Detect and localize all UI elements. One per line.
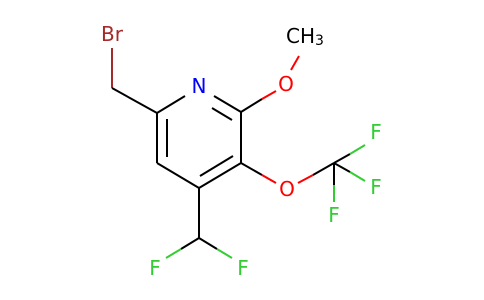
atom-cf3-f-right: F bbox=[370, 175, 382, 199]
bond-c3-c4-double bbox=[199, 155, 234, 177]
bond-chf2-fright bbox=[198, 237, 218, 250]
bond-c3-c4 bbox=[198, 162, 242, 189]
atom-nitrogen: N bbox=[192, 74, 207, 98]
bond-c6-n bbox=[156, 95, 186, 114]
methyl-subscript: 3 bbox=[315, 33, 324, 49]
atom-labels: Br N O CH3 O F F F F F bbox=[101, 22, 382, 280]
bond-c3-oether bbox=[240, 162, 263, 176]
bond-cf3-fright-green bbox=[349, 171, 366, 182]
methyl-label: CH bbox=[286, 24, 315, 48]
atom-cf3-f-top: F bbox=[370, 120, 382, 144]
bond-ch2-c6 bbox=[111, 87, 158, 114]
bond-c2-omethoxy bbox=[240, 98, 263, 113]
bond-omethoxy-ch3 bbox=[290, 55, 300, 71]
bond-chf2-fleft-green bbox=[165, 248, 182, 259]
bond-cf3-ftop-green bbox=[349, 144, 366, 155]
atom-cf3-f-bottom: F bbox=[328, 203, 340, 227]
bond-oether-cf3-black bbox=[312, 162, 335, 176]
atom-chf2-f-left: F bbox=[149, 256, 161, 280]
bond-chf2-fleft bbox=[180, 237, 200, 250]
bond-cf3-fright bbox=[333, 162, 351, 173]
atom-ether-oxygen: O bbox=[279, 177, 295, 201]
bond-c4-c5 bbox=[156, 162, 200, 189]
bond-n-c2 bbox=[213, 95, 242, 113]
bonds bbox=[111, 48, 366, 259]
atom-bromine: Br bbox=[101, 22, 124, 46]
atom-methoxy-oxygen: O bbox=[278, 72, 294, 96]
atom-chf2-f-right: F bbox=[237, 256, 249, 280]
bond-cf3-ftop bbox=[333, 153, 351, 164]
bond-n-c2-double bbox=[211, 107, 233, 121]
bond-oether-cf3 bbox=[297, 174, 314, 184]
atom-methyl: CH3 bbox=[286, 24, 324, 49]
bond-c3-oether-red bbox=[261, 174, 277, 184]
bond-c2-omethoxy-red bbox=[261, 90, 277, 100]
bond-chf2-fright-green bbox=[216, 248, 233, 259]
